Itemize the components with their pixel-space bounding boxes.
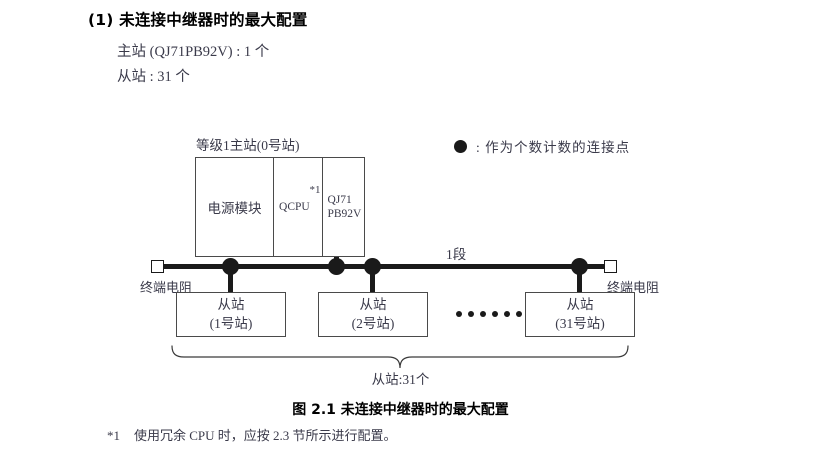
module-qj71pb92v-label-line2: PB92V xyxy=(327,208,362,220)
ellipsis-dots xyxy=(456,311,522,317)
slave-station-31-number: (31号站) xyxy=(555,315,605,331)
slave-station-2-number: (2号站) xyxy=(351,315,395,331)
slave-station-1-number: (1号站) xyxy=(209,315,253,331)
slave-group-brace-label: 从站:31个 xyxy=(0,368,821,388)
slave-station-1-title: 从站 xyxy=(217,297,245,313)
section-line-master: 主站 (QJ71PB92V) : 1 个 xyxy=(117,44,270,60)
ellipsis-dot xyxy=(516,311,522,317)
segment-label: 1段 xyxy=(446,247,467,262)
bus-line xyxy=(157,264,612,269)
master-station-label: 等级1主站(0号站) xyxy=(196,138,300,153)
section-heading: (1) 未连接中继器时的最大配置 xyxy=(88,11,308,29)
slave-group-brace xyxy=(170,345,630,371)
slave-station-1: 从站 (1号站) xyxy=(176,292,286,337)
legend: : 作为个数计数的连接点 xyxy=(454,136,630,156)
terminal-resistor-right-label: 终端电阻 xyxy=(607,280,660,295)
bus-connection-dot xyxy=(328,258,345,275)
figure-caption-text: 图 2.1 未连接中继器时的最大配置 xyxy=(292,402,509,418)
legend-text: : 作为个数计数的连接点 xyxy=(476,140,631,155)
module-power-supply-label: 电源模块 xyxy=(207,201,262,216)
terminal-resistor-left-label: 终端电阻 xyxy=(140,280,193,295)
footnote: *1 使用冗余 CPU 时，应按 2.3 节所示进行配置。 xyxy=(107,425,397,444)
slave-group-brace-text: 从站:31个 xyxy=(371,372,430,387)
ellipsis-dot xyxy=(480,311,486,317)
slave-drop-lead xyxy=(577,266,582,293)
module-power-supply: 电源模块 xyxy=(196,158,275,256)
footnote-mark: *1 xyxy=(107,428,120,443)
module-qj71pb92v: QJ71 PB92V xyxy=(323,158,364,256)
terminal-resistor-left xyxy=(151,260,164,273)
ellipsis-dot xyxy=(456,311,462,317)
footnote-text: 使用冗余 CPU 时，应按 2.3 节所示进行配置。 xyxy=(134,428,397,443)
ellipsis-dot xyxy=(492,311,498,317)
ellipsis-dot xyxy=(468,311,474,317)
ellipsis-dot xyxy=(504,311,510,317)
module-qcpu: QCPU *1 xyxy=(274,158,324,256)
terminal-resistor-right xyxy=(604,260,617,273)
slave-drop-lead xyxy=(370,266,375,293)
module-qj71pb92v-label-line1: QJ71 xyxy=(327,193,352,206)
module-qcpu-label: QCPU xyxy=(279,201,310,213)
slave-station-31: 从站 (31号站) xyxy=(525,292,635,337)
slave-drop-lead xyxy=(228,266,233,293)
slave-station-2: 从站 (2号站) xyxy=(318,292,428,337)
filled-circle-icon xyxy=(454,139,467,153)
master-station-rack: 电源模块 QCPU *1 QJ71 PB92V xyxy=(195,157,365,257)
section-line-slave: 从站 : 31 个 xyxy=(117,69,190,85)
figure-caption: 图 2.1 未连接中继器时的最大配置 xyxy=(0,399,821,419)
slave-station-2-title: 从站 xyxy=(359,297,387,313)
footnote-marker: *1 xyxy=(309,184,321,196)
slave-station-31-title: 从站 xyxy=(566,297,594,313)
